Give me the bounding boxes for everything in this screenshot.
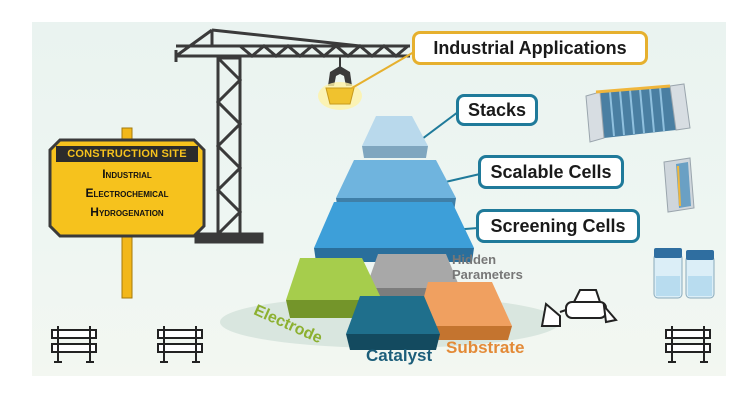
block-substrate [416,282,512,340]
label-screening-cells: Screening Cells [476,209,640,243]
label-stacks: Stacks [456,94,538,126]
sign-header: CONSTRUCTION SITE [67,148,187,160]
crane-claw-icon [318,66,362,110]
word-substrate: Substrate [446,338,525,357]
hidden-line-2: Parameters [452,267,523,282]
stack-device-icon [585,83,691,143]
pyramid-stack [314,116,474,262]
word-catalyst: Catalyst [366,346,433,365]
hidden-line-1: Hidden [452,252,497,267]
scalable-cell-icon [663,157,695,213]
sign-line-3: Hydrogenation [90,205,164,219]
sign-body: Industrial Electrochemical Hydrogenation [52,165,202,222]
barrier-icon-left [51,326,97,363]
barrier-icon-middle [157,326,203,363]
bulldozer-icon [540,289,618,327]
label-scalable-cells: Scalable Cells [478,155,624,189]
sign-line-2: Electrochemical [85,186,169,200]
sign-line-1: Industrial [102,167,152,181]
label-industrial-applications: Industrial Applications [412,31,648,65]
construction-sign-illustration [48,127,206,299]
crane-illustration [174,28,410,244]
connector-industrial [351,51,415,89]
barrier-icon-right [665,326,711,363]
word-hidden-parameters: Hidden Parameters [452,252,523,282]
screening-vials-icon [653,248,715,299]
block-catalyst [346,296,440,350]
